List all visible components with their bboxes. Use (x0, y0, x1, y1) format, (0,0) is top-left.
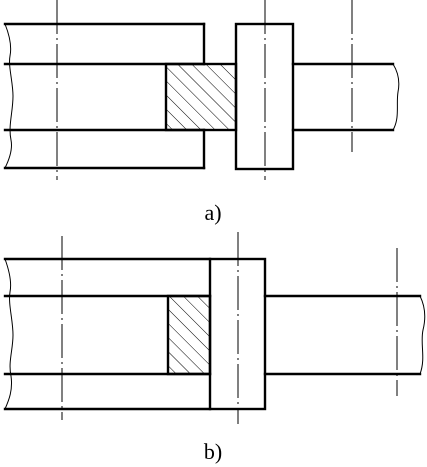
figure-a: a) (3, 0, 400, 225)
figure-a-rod (291, 62, 400, 132)
figure-b-piston (166, 294, 212, 376)
figure-b: b) (3, 232, 426, 464)
figure-b-caption: b) (204, 439, 222, 464)
figure-a-cylinder (3, 22, 206, 170)
figure-b-rod (263, 294, 426, 376)
figure-a-caption: a) (204, 200, 221, 225)
figure-a-piston (164, 62, 238, 132)
